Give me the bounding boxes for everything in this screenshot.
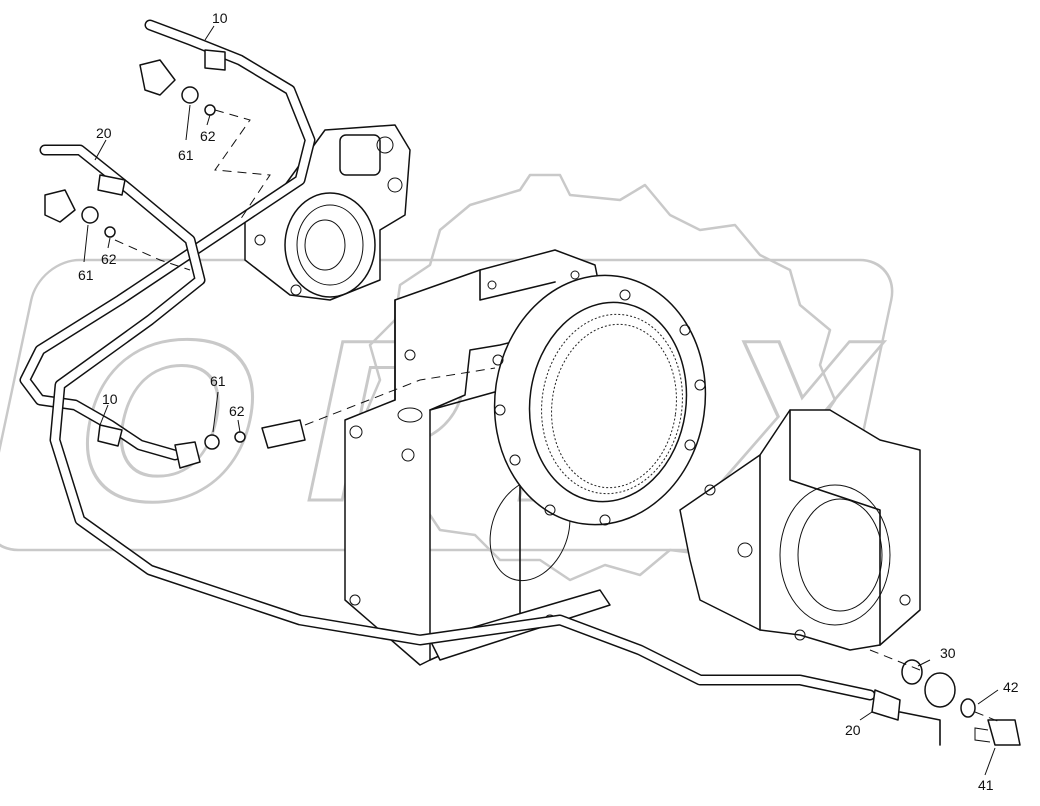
seal-62-left bbox=[104, 226, 116, 238]
assembly-lines bbox=[114, 109, 1001, 723]
seal-62-mid bbox=[234, 431, 246, 443]
callout-hose-bottom: 20 bbox=[845, 722, 861, 738]
callout-plug-41: 41 bbox=[978, 777, 994, 793]
callout-fitting-top: 61 bbox=[178, 147, 194, 163]
fitting-61-mid bbox=[204, 434, 220, 450]
callout-hose-mid: 10 bbox=[102, 391, 118, 407]
callout-seal-top: 62 bbox=[200, 128, 216, 144]
callout-labels: 10 61 62 20 61 62 61 62 10 30 42 20 41 bbox=[78, 10, 1019, 793]
pump-valve-block bbox=[244, 124, 411, 301]
watermark-letter-o: O bbox=[53, 292, 287, 549]
hydraulic-hoses bbox=[19, 19, 876, 701]
o-ring-30 bbox=[901, 659, 923, 685]
adapter-mid bbox=[261, 419, 306, 449]
ring-gear-flange bbox=[492, 274, 707, 526]
hose-fittings bbox=[44, 49, 941, 746]
fitting-61-top bbox=[181, 86, 199, 104]
callout-o-ring-30: 30 bbox=[940, 645, 956, 661]
callout-o-ring-42: 42 bbox=[1003, 679, 1019, 695]
callout-seal-left: 62 bbox=[101, 251, 117, 267]
callout-fitting-left: 61 bbox=[78, 267, 94, 283]
seal-62-top bbox=[204, 104, 216, 116]
fitting-61-left bbox=[81, 206, 99, 224]
spacer-ring bbox=[924, 672, 956, 708]
callout-hose-left: 20 bbox=[96, 125, 112, 141]
callout-seal-mid: 62 bbox=[229, 403, 245, 419]
plug-41 bbox=[987, 719, 1021, 746]
callout-fitting-mid: 61 bbox=[210, 373, 226, 389]
o-ring-42 bbox=[960, 698, 976, 718]
callout-hose-top: 10 bbox=[212, 10, 228, 26]
side-cover-housing bbox=[679, 409, 921, 651]
leader-lines bbox=[83, 25, 999, 776]
